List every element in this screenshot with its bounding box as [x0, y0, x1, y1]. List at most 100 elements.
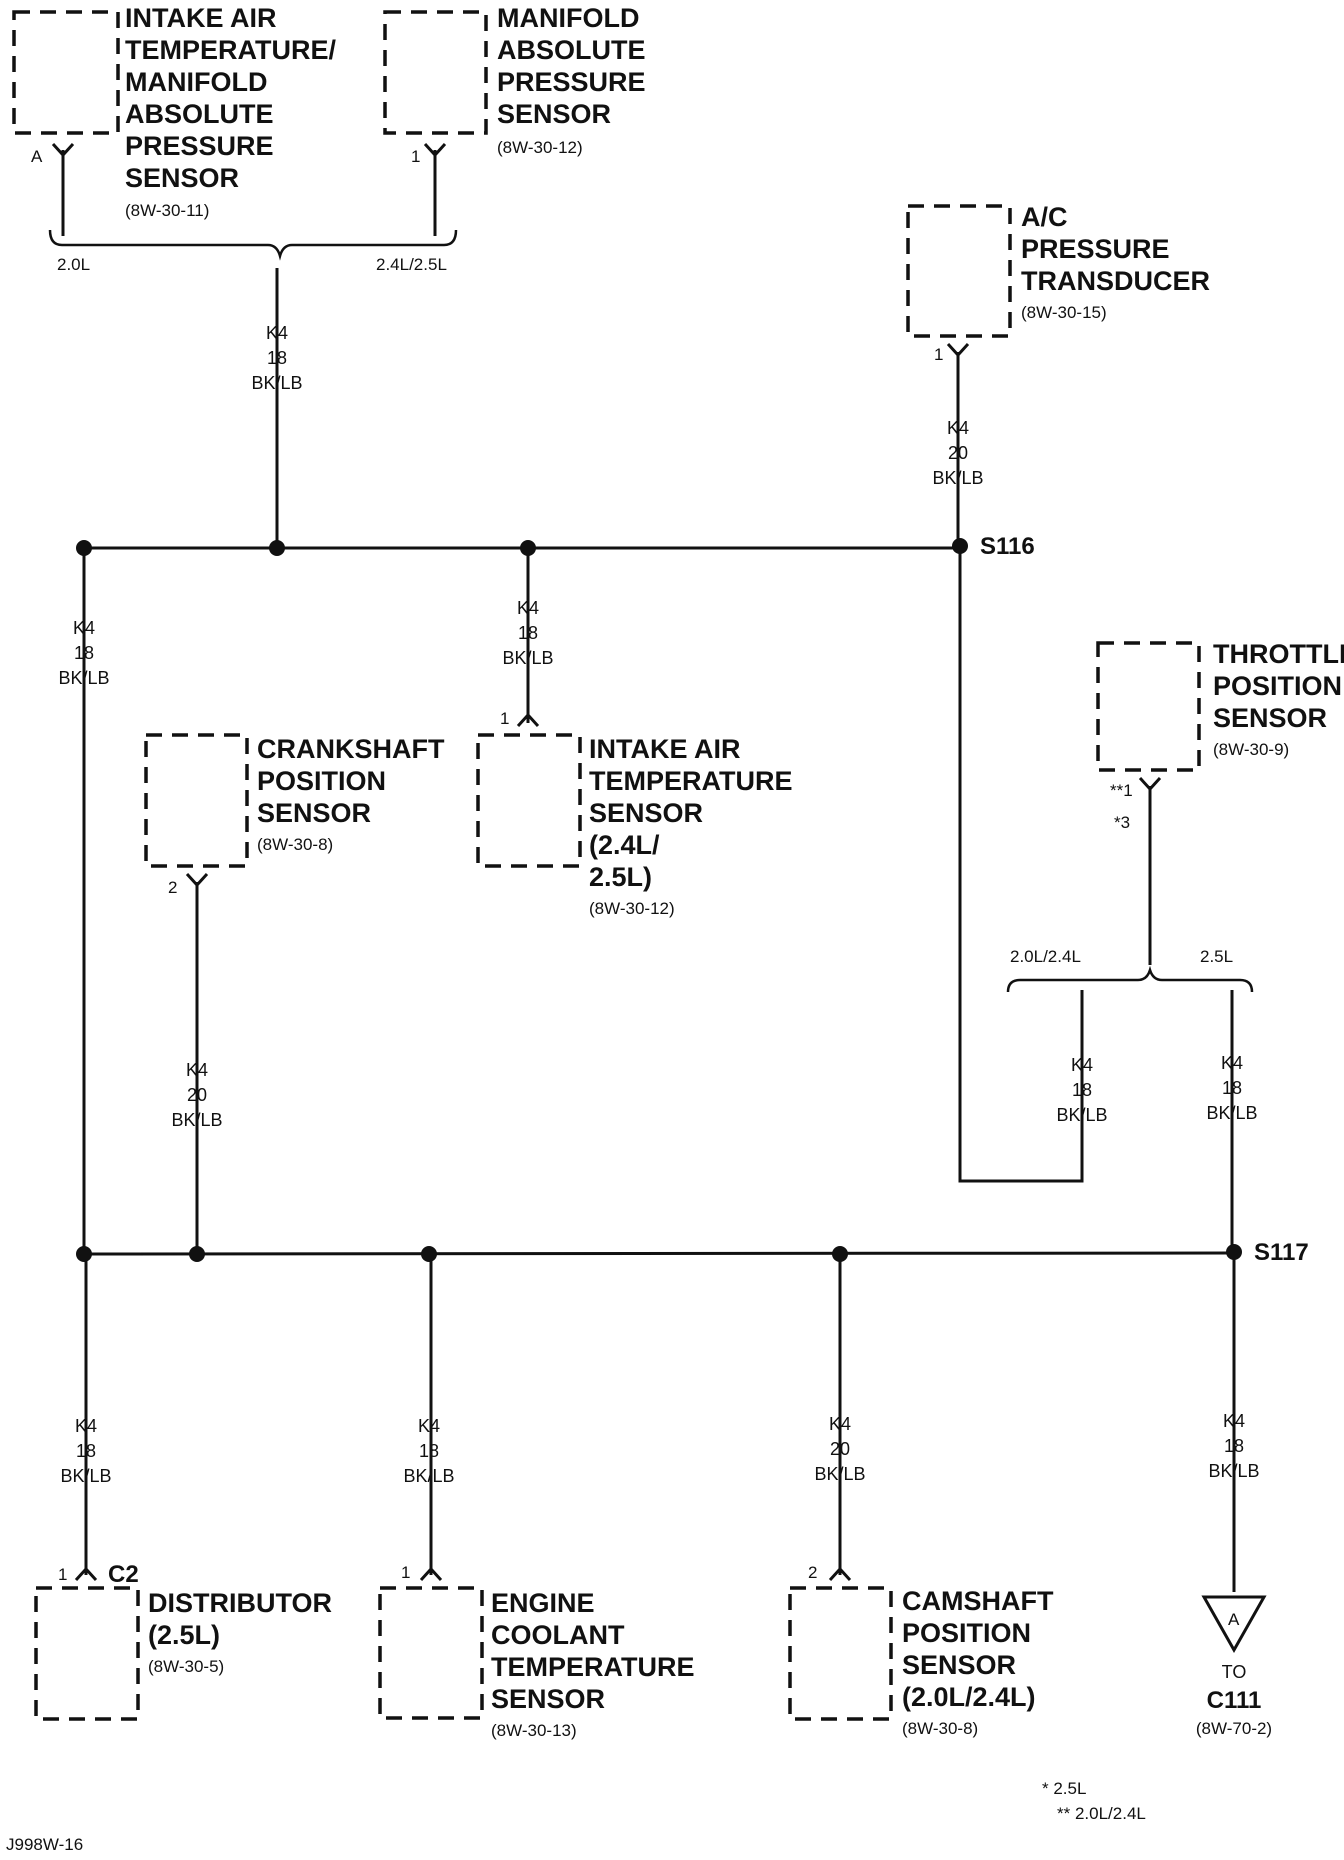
throttle-position-sensor-box [1096, 641, 1201, 772]
variant-brace-tps [1006, 965, 1254, 993]
splice-dot [189, 1246, 205, 1262]
wire-label-tps-20-24: K4 18 BK/LB [1056, 1055, 1107, 1125]
wire-label-left-vertical: K4 18 BK/LB [58, 618, 109, 688]
svg-text:MANIFOLD: MANIFOLD [125, 67, 267, 97]
wire-label-top-main: K4 18 BK/LB [251, 323, 302, 393]
engine-coolant-temperature-sensor-label: ENGINE COOLANT TEMPERATURE SENSOR (8W-30… [401, 1563, 695, 1740]
splice-dot-s117 [1226, 1244, 1242, 1260]
svg-text:K4: K4 [266, 323, 288, 343]
svg-text:BK/LB: BK/LB [1208, 1461, 1259, 1481]
wire-label-ckp: K4 20 BK/LB [171, 1060, 222, 1130]
svg-text:SENSOR: SENSOR [125, 163, 239, 193]
svg-text:20: 20 [830, 1439, 850, 1459]
ac-pressure-transducer-label: A/C PRESSURE TRANSDUCER (8W-30-15) 1 [934, 202, 1210, 364]
svg-text:1: 1 [401, 1563, 410, 1582]
map-sensor-label: MANIFOLD ABSOLUTE PRESSURE SENSOR (8W-30… [411, 3, 646, 166]
svg-text:POSITION: POSITION [257, 766, 386, 796]
svg-text:SENSOR: SENSOR [589, 798, 703, 828]
svg-text:A/C: A/C [1021, 202, 1068, 232]
svg-text:18: 18 [1072, 1080, 1092, 1100]
svg-text:INTAKE AIR: INTAKE AIR [125, 3, 277, 33]
svg-text:SENSOR: SENSOR [491, 1684, 605, 1714]
splice-dot [76, 1246, 92, 1262]
wire-label-distributor: K4 18 BK/LB [60, 1416, 111, 1486]
wire-label-tps-25: K4 18 BK/LB [1206, 1053, 1257, 1123]
svg-text:K4: K4 [186, 1060, 208, 1080]
svg-text:(8W-30-5): (8W-30-5) [148, 1657, 224, 1676]
crankshaft-position-sensor-label: CRANKSHAFT POSITION SENSOR (8W-30-8) 2 [168, 734, 445, 897]
svg-text:2.5L): 2.5L) [589, 862, 652, 892]
svg-text:20: 20 [948, 443, 968, 463]
svg-text:POSITION: POSITION [902, 1618, 1031, 1648]
svg-text:20: 20 [187, 1085, 207, 1105]
svg-text:(8W-30-13): (8W-30-13) [491, 1721, 577, 1740]
svg-text:BK/LB: BK/LB [403, 1466, 454, 1486]
svg-text:K4: K4 [73, 618, 95, 638]
svg-text:SENSOR: SENSOR [902, 1650, 1016, 1680]
svg-text:(8W-30-9): (8W-30-9) [1213, 740, 1289, 759]
variant-brace-top [48, 229, 458, 261]
svg-text:BK/LB: BK/LB [171, 1110, 222, 1130]
iat-map-sensor-label: INTAKE AIR TEMPERATURE/ MANIFOLD ABSOLUT… [31, 3, 337, 220]
svg-text:K4: K4 [1071, 1055, 1093, 1075]
svg-text:THROTTLE: THROTTLE [1213, 639, 1344, 669]
svg-text:18: 18 [76, 1441, 96, 1461]
svg-text:(8W-30-12): (8W-30-12) [589, 899, 675, 918]
svg-text:(8W-30-12): (8W-30-12) [497, 138, 583, 157]
svg-text:PRESSURE: PRESSURE [125, 131, 274, 161]
intake-air-temperature-sensor-label: INTAKE AIR TEMPERATURE SENSOR (2.4L/ 2.5… [500, 709, 793, 918]
svg-text:1: 1 [58, 1565, 67, 1584]
svg-text:BK/LB: BK/LB [60, 1466, 111, 1486]
svg-text:BK/LB: BK/LB [251, 373, 302, 393]
svg-text:PRESSURE: PRESSURE [497, 67, 646, 97]
svg-text:(8W-30-8): (8W-30-8) [257, 835, 333, 854]
svg-text:POSITION: POSITION [1213, 671, 1342, 701]
map-sensor-box [383, 10, 488, 135]
lower-bus [83, 1251, 1235, 1256]
svg-text:18: 18 [419, 1441, 439, 1461]
svg-text:ABSOLUTE: ABSOLUTE [497, 35, 646, 65]
splice-dot [421, 1246, 437, 1262]
svg-text:18: 18 [1224, 1436, 1244, 1456]
svg-text:BK/LB: BK/LB [502, 648, 553, 668]
svg-text:1: 1 [934, 345, 943, 364]
svg-text:A: A [1228, 1610, 1240, 1629]
svg-text:18: 18 [74, 643, 94, 663]
svg-text:DISTRIBUTOR: DISTRIBUTOR [148, 1588, 332, 1618]
ac-pressure-transducer-box [906, 204, 1012, 338]
svg-text:C111: C111 [1207, 1687, 1262, 1714]
c111-connector-triangle-icon [1201, 1595, 1267, 1654]
distributor-box [34, 1586, 140, 1721]
svg-text:**1: **1 [1110, 781, 1133, 800]
svg-text:(2.4L/: (2.4L/ [589, 830, 660, 860]
svg-text:K4: K4 [947, 418, 969, 438]
svg-text:CRANKSHAFT: CRANKSHAFT [257, 734, 445, 764]
variant-label-tps-left: 2.0L/2.4L [1010, 947, 1081, 966]
variant-label-top-left: 2.0L [57, 255, 90, 274]
svg-text:MANIFOLD: MANIFOLD [497, 3, 639, 33]
camshaft-position-sensor-box [788, 1586, 893, 1721]
wire-label-ac: K4 20 BK/LB [932, 418, 983, 488]
svg-text:(8W-30-15): (8W-30-15) [1021, 303, 1107, 322]
svg-text:BK/LB: BK/LB [932, 468, 983, 488]
svg-text:SENSOR: SENSOR [257, 798, 371, 828]
throttle-position-sensor-label: THROTTLE POSITION SENSOR (8W-30-9) **1 *… [1110, 639, 1344, 832]
svg-text:K4: K4 [1221, 1053, 1243, 1073]
svg-text:18: 18 [518, 623, 538, 643]
crankshaft-position-sensor-box [144, 733, 249, 868]
splice-label-s117: S117 [1254, 1239, 1309, 1266]
camshaft-position-sensor-label: CAMSHAFT POSITION SENSOR (2.0L/2.4L) (8W… [808, 1563, 1054, 1738]
svg-text:INTAKE AIR: INTAKE AIR [589, 734, 741, 764]
intake-air-temperature-sensor-box [476, 733, 582, 868]
svg-text:A: A [31, 147, 43, 166]
distributor-label: DISTRIBUTOR (2.5L) (8W-30-5) 1 C2 [58, 1561, 332, 1676]
footnote-double-star: ** 2.0L/2.4L [1057, 1804, 1146, 1823]
svg-text:(2.5L): (2.5L) [148, 1620, 220, 1650]
splice-label-s116: S116 [980, 533, 1035, 560]
figure-id: J998W-16 [6, 1835, 83, 1854]
splice-dot [520, 540, 536, 556]
svg-text:BK/LB: BK/LB [1056, 1105, 1107, 1125]
svg-text:K4: K4 [829, 1414, 851, 1434]
svg-text:TEMPERATURE: TEMPERATURE [491, 1652, 695, 1682]
